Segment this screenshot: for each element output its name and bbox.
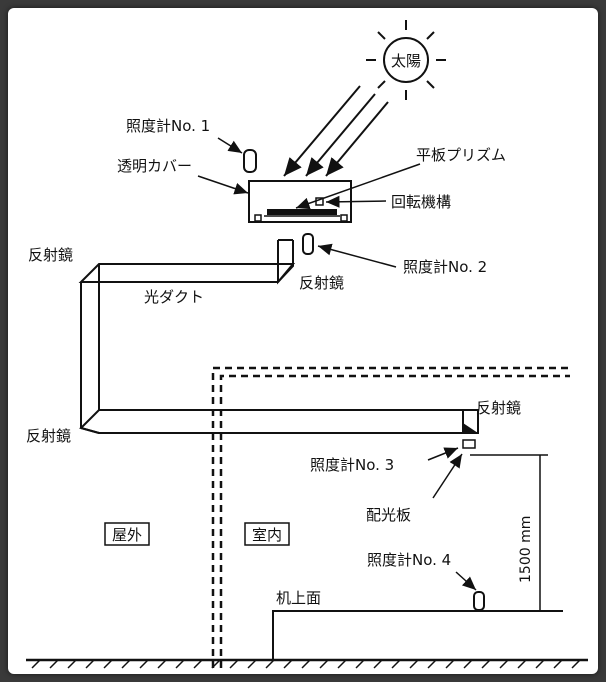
lower-duct bbox=[79, 409, 479, 434]
ground-hatch-mark bbox=[265, 659, 275, 669]
sun-icon bbox=[366, 20, 446, 100]
ground-line bbox=[26, 658, 588, 669]
ground-hatch-mark bbox=[283, 659, 293, 669]
transparent-cover-label: 透明カバー bbox=[117, 157, 192, 175]
indoor-label-box bbox=[244, 522, 290, 546]
ground-hatch-mark bbox=[139, 659, 149, 669]
ground-hatch-mark bbox=[463, 659, 473, 669]
illuminance-meter-3-icon bbox=[462, 439, 476, 449]
ground-hatch-mark bbox=[553, 659, 563, 669]
ground-hatch-mark bbox=[571, 659, 581, 669]
mirror-top-right-label: 反射鏡 bbox=[299, 274, 344, 292]
sun-label: 太陽 bbox=[391, 52, 421, 70]
ground-hatch-mark bbox=[193, 659, 203, 669]
mirror-top-left-label: 反射鏡 bbox=[28, 246, 73, 264]
upper-duct bbox=[78, 263, 296, 410]
ground-hatch-mark bbox=[301, 659, 311, 669]
ground-hatch-mark bbox=[409, 659, 419, 669]
light-duct-label: 光ダクト bbox=[144, 288, 204, 306]
ground-hatch-mark bbox=[535, 659, 545, 669]
meter3-label: 照度計No. 3 bbox=[310, 456, 394, 474]
ground-hatch-mark bbox=[337, 659, 347, 669]
meter2-label: 照度計No. 2 bbox=[403, 258, 487, 276]
ground-hatch-mark bbox=[445, 659, 455, 669]
ground-hatch-mark bbox=[355, 659, 365, 669]
building-wall bbox=[211, 366, 570, 668]
diffuser-label: 配光板 bbox=[366, 506, 411, 524]
flat-prism-label: 平板プリズム bbox=[416, 146, 506, 164]
indoor-label: 室内 bbox=[252, 526, 282, 544]
diagram-frame: 太陽 照度計No. 1 透明カバー 平板プリズム 回転機構 照度計No. 2 bbox=[8, 8, 598, 674]
ground-hatch-mark bbox=[373, 659, 383, 669]
ground-hatch-mark bbox=[121, 659, 131, 669]
mirror-right-label: 反射鏡 bbox=[476, 399, 521, 417]
ground-hatch-mark bbox=[247, 659, 257, 669]
ground-hatch-mark bbox=[319, 659, 329, 669]
meter4-label: 照度計No. 4 bbox=[367, 551, 451, 569]
duct-inlet bbox=[277, 239, 294, 285]
rotation-mechanism-label: 回転機構 bbox=[391, 193, 451, 211]
ground-hatch-mark bbox=[85, 659, 95, 669]
ground-hatch-mark bbox=[229, 659, 239, 669]
sun-rays bbox=[283, 85, 389, 177]
ground-hatch-mark bbox=[67, 659, 77, 669]
mirror-bottom-left-label: 反射鏡 bbox=[26, 427, 71, 445]
illuminance-meter-1-icon bbox=[243, 149, 257, 173]
daylight-duct-diagram: 太陽 照度計No. 1 透明カバー 平板プリズム 回転機構 照度計No. 2 bbox=[26, 20, 588, 669]
ground-hatch-mark bbox=[49, 659, 59, 669]
ground-hatch-mark bbox=[427, 659, 437, 669]
illuminance-meter-2-icon bbox=[302, 233, 314, 255]
meter1-label: 照度計No. 1 bbox=[126, 117, 210, 135]
ground-hatch-mark bbox=[391, 659, 401, 669]
ground-hatch-mark bbox=[103, 659, 113, 669]
outdoor-label-box bbox=[104, 522, 150, 546]
height-value-label: 1500 mm bbox=[518, 516, 534, 583]
desk-surface-label: 机上面 bbox=[276, 589, 321, 607]
ground-hatch-mark bbox=[157, 659, 167, 669]
ground-hatch-mark bbox=[517, 659, 527, 669]
illuminance-meter-4-icon bbox=[473, 591, 485, 611]
ground-hatch-mark bbox=[499, 659, 509, 669]
ground-hatch-mark bbox=[175, 659, 185, 669]
ground-hatch-mark bbox=[211, 659, 221, 669]
outdoor-label: 屋外 bbox=[112, 526, 142, 544]
ground-hatch-mark bbox=[31, 659, 41, 669]
ground-hatch-mark bbox=[481, 659, 491, 669]
height-dimension bbox=[470, 454, 548, 612]
desk bbox=[272, 610, 563, 660]
